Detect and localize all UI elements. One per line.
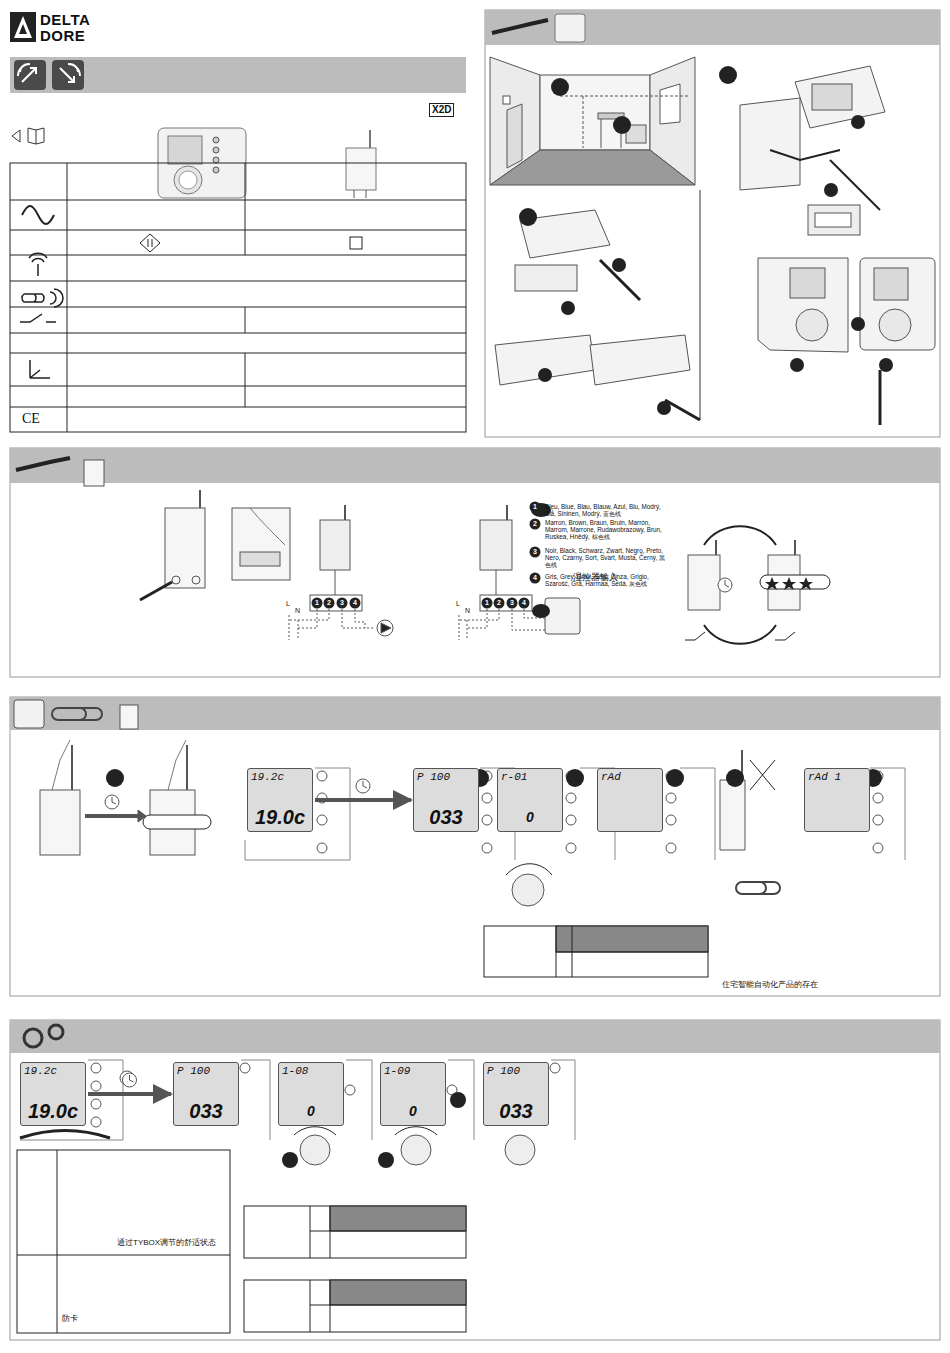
label-text: L xyxy=(286,600,290,608)
lcd-screen: r-01 0 xyxy=(497,768,563,832)
label-text: 2 xyxy=(327,599,331,607)
lcd-screen: P 100 033 xyxy=(483,1062,549,1126)
lcd-main-text: 19.0c xyxy=(24,1099,82,1123)
label-text: DORE xyxy=(40,27,85,44)
clock-hands xyxy=(130,1075,134,1082)
label-text: 1 xyxy=(315,599,319,607)
label-text: 防卡 xyxy=(62,1314,78,1323)
clock-hands xyxy=(363,781,367,788)
lcd-main-text: 0 xyxy=(282,1099,340,1123)
label-text: 2 xyxy=(497,599,501,607)
label-text: 1 xyxy=(533,503,537,511)
lcd-top-text: 19.2c xyxy=(24,1065,82,1078)
clock-icon xyxy=(123,1073,137,1087)
label-text: N xyxy=(295,607,300,615)
lcd-top-text: P 100 xyxy=(417,771,475,784)
lcd-main-text: 033 xyxy=(417,805,475,829)
label-text: N xyxy=(465,607,470,615)
lcd-top-text: 1-09 xyxy=(384,1065,442,1078)
label-text: 住宅智能自动化产品的存在 xyxy=(722,980,818,989)
lcd-main-text: 0 xyxy=(384,1099,442,1123)
lcd-top-text: 19.2c xyxy=(251,771,309,784)
flow-arrow xyxy=(315,798,411,802)
lcd-top-text: P 100 xyxy=(177,1065,235,1078)
label-text: 3 xyxy=(533,548,537,556)
label-text: 2 xyxy=(533,520,537,528)
label-text: DELTA xyxy=(40,11,90,28)
label-text: CE xyxy=(22,411,40,427)
lcd-screen: rAd 1 xyxy=(804,768,870,832)
label-text: 通过TYBOX调节的舒适状态 xyxy=(117,1238,216,1247)
lcd-main-text: 033 xyxy=(487,1099,545,1123)
lcd-screen: 1-09 0 xyxy=(380,1062,446,1126)
label-text: 4 xyxy=(533,574,537,582)
lcd-screen: P 100 033 xyxy=(173,1062,239,1126)
clock-icon xyxy=(356,779,370,793)
lcd-top-text: r-01 xyxy=(501,771,559,784)
lcd-screen: 19.2c 19.0c xyxy=(20,1062,86,1126)
flow-arrow xyxy=(88,1092,171,1096)
lcd-screen: 1-08 0 xyxy=(278,1062,344,1126)
label-text: Marron, Brown, Braun, Bruin, Marrón, Mar… xyxy=(545,519,667,541)
lcd-top-text: 1-08 xyxy=(282,1065,340,1078)
lcd-screen: 19.2c 19.0c xyxy=(247,768,313,832)
lcd-top-text: rAd xyxy=(601,771,659,784)
label-text: 4 xyxy=(522,599,526,607)
label-text: 3 xyxy=(340,599,344,607)
lcd-main-text: 0 xyxy=(501,805,559,829)
label-text: Noir, Black, Schwarz, Zwart, Negro, Pret… xyxy=(545,547,667,569)
label-text: Bleu, Blue, Blau, Blauw, Azul, Blu, Modr… xyxy=(545,503,667,517)
lcd-top-text: P 100 xyxy=(487,1065,545,1078)
label-text: 1 xyxy=(485,599,489,607)
lcd-top-text: rAd 1 xyxy=(808,771,866,784)
lcd-main-text: 19.0c xyxy=(251,805,309,829)
label-text: 3 xyxy=(510,599,514,607)
label-text: X2D xyxy=(429,103,454,117)
label-text: 湿控器输入 xyxy=(573,572,618,582)
label-text: L xyxy=(456,600,460,608)
label-text: 4 xyxy=(353,599,357,607)
lcd-main-text: 033 xyxy=(177,1099,235,1123)
lcd-screen: P 100 033 xyxy=(413,768,479,832)
lcd-screen: rAd xyxy=(597,768,663,832)
